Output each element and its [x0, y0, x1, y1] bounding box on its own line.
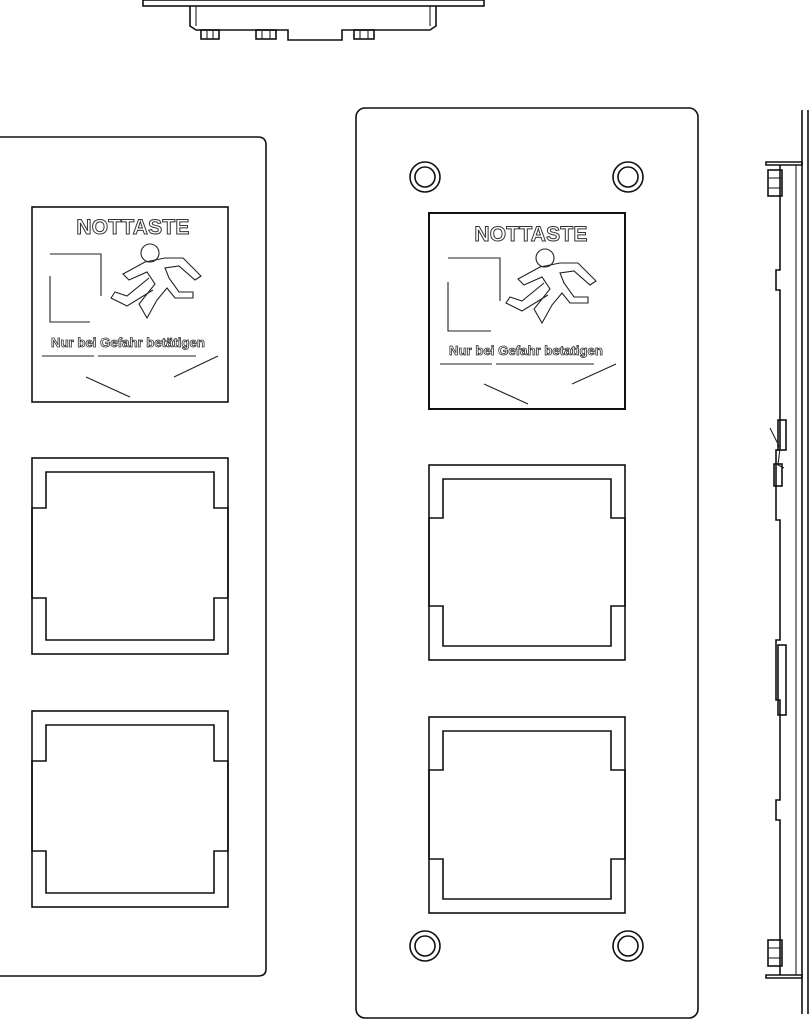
empty-opening [428, 716, 626, 914]
side-clip [769, 419, 787, 487]
running-man-exit-icon [110, 243, 202, 319]
top-view [142, 0, 485, 41]
screw-hole [409, 930, 441, 962]
side-view [765, 110, 809, 1014]
top-bolt [200, 29, 220, 40]
mounting-plate-view: NOTTASTE Nur bei Gefahr betatigen [355, 107, 699, 1019]
sign-title: NOTTASTE [474, 223, 587, 246]
top-bolt [353, 29, 375, 40]
screw-hole [612, 930, 644, 962]
sign-subtitle: Nur bei Gefahr betatigen [449, 343, 603, 358]
front-view: NOTTASTE Nur bei Gefahr betätigen [0, 136, 267, 977]
emergency-sign: NOTTASTE Nur bei Gefahr betatigen [428, 212, 626, 410]
emergency-sign: NOTTASTE Nur bei Gefahr betätigen [31, 206, 229, 403]
empty-opening [31, 457, 229, 655]
empty-opening [428, 464, 626, 661]
screw-hole [409, 161, 441, 193]
side-bolt [767, 939, 783, 967]
running-man-exit-icon [505, 248, 597, 324]
side-bolt [767, 169, 783, 197]
screw-hole [612, 161, 644, 193]
empty-opening [31, 710, 229, 908]
sign-subtitle: Nur bei Gefahr betätigen [51, 335, 205, 350]
sign-title: NOTTASTE [76, 216, 189, 239]
top-bolt [255, 29, 277, 40]
